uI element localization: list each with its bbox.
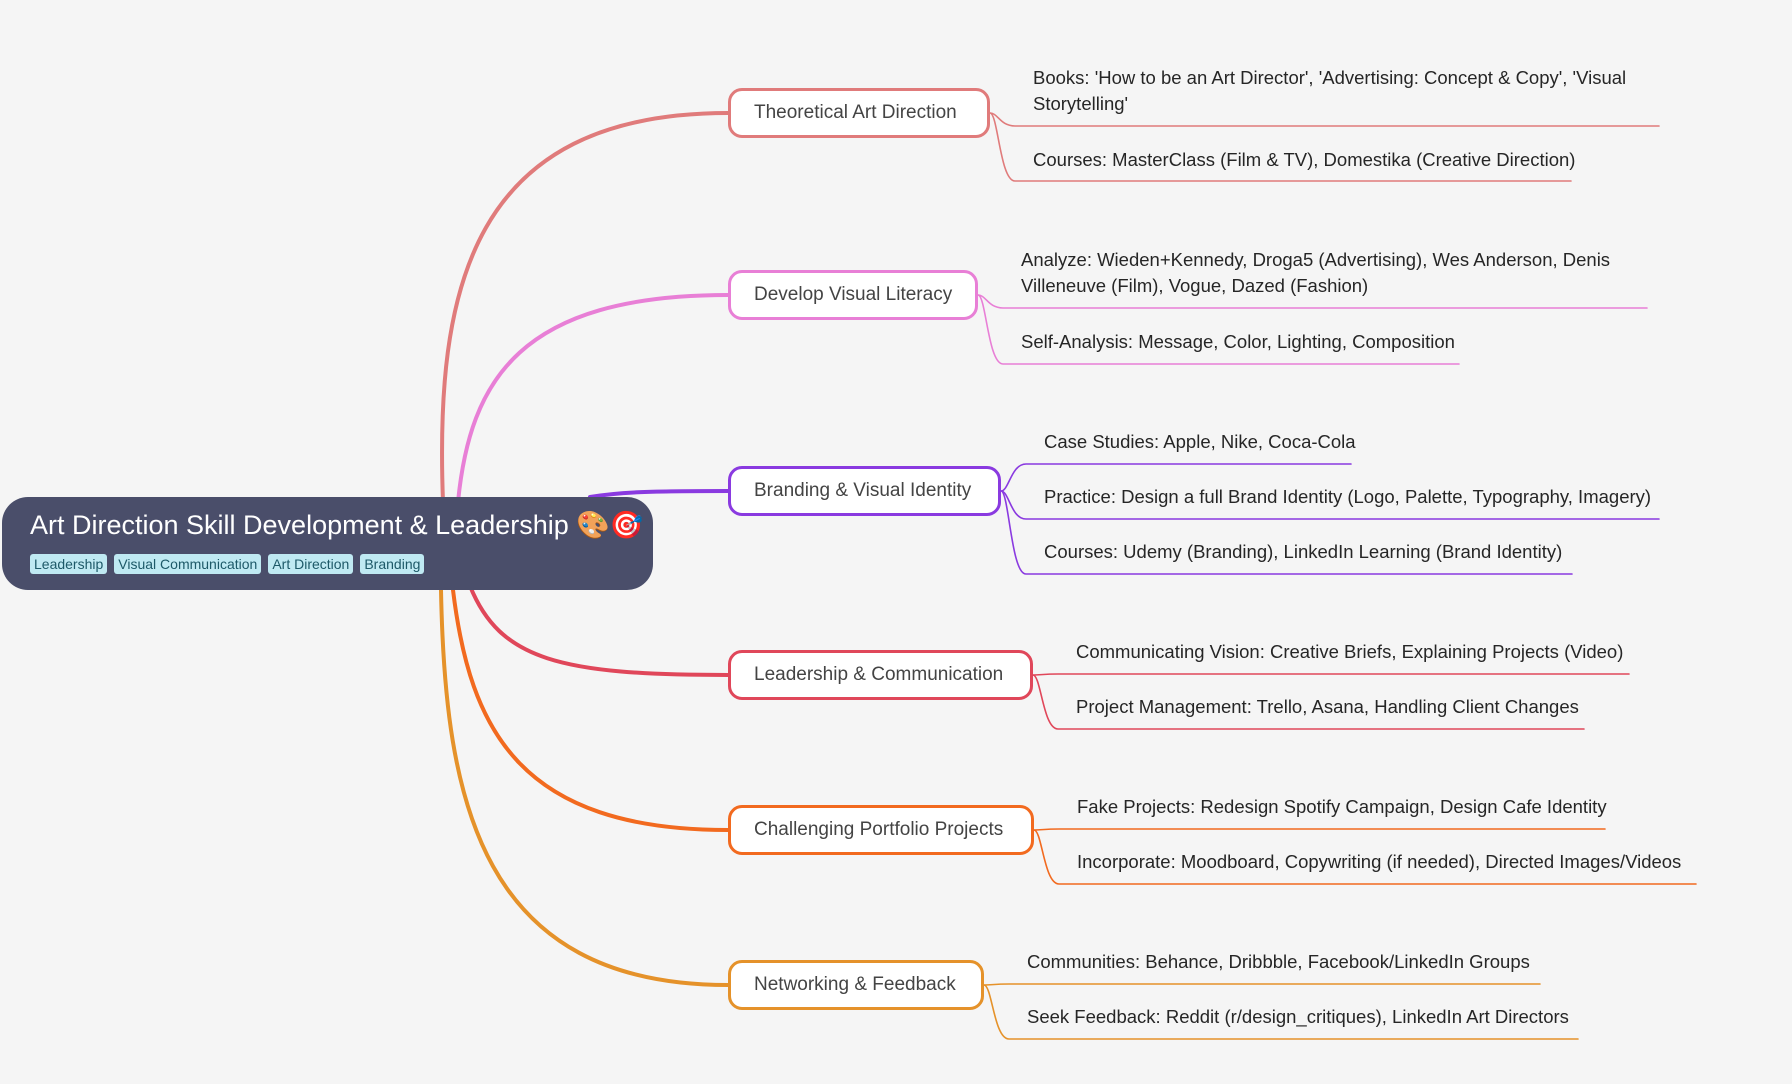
leaf-connector-0-0 (989, 112, 1660, 127)
leaf-self-analysis[interactable]: Self-Analysis: Message, Color, Lighting,… (1021, 331, 1455, 352)
root-connector-0 (439, 111, 730, 504)
leaf-practice[interactable]: Practice: Design a full Brand Identity (… (1044, 486, 1652, 507)
branch-develop-visual-literacy[interactable]: Develop Visual Literacy (728, 270, 978, 320)
leaf-connector-5-0 (983, 983, 1541, 986)
root-connector-2 (588, 489, 730, 499)
leaf-fake-projects[interactable]: Fake Projects: Redesign Spotify Campaign… (1077, 796, 1607, 817)
leaf-courses-masterclass[interactable]: Courses: MasterClass (Film & TV), Domest… (1033, 149, 1576, 170)
branch-theoretical-art-direction[interactable]: Theoretical Art Direction (728, 88, 990, 138)
branch-networking-feedback[interactable]: Networking & Feedback (728, 960, 984, 1010)
leaf-communicating-vision[interactable]: Communicating Vision: Creative Briefs, E… (1076, 641, 1624, 662)
root-tags: Leadership Visual Communication Art Dire… (30, 554, 653, 574)
leaf-connector-4-1 (1033, 829, 1697, 885)
root-connector-1 (456, 293, 730, 504)
leaf-connector-4-0 (1033, 828, 1606, 831)
leaf-connector-5-1 (983, 984, 1579, 1040)
tag-branding[interactable]: Branding (360, 554, 425, 574)
leaf-connector-2-2 (1000, 490, 1573, 575)
branch-branding-visual-identity[interactable]: Branding & Visual Identity (728, 466, 1001, 516)
leaf-connector-1-1 (977, 294, 1460, 365)
leaf-books[interactable]: Books: 'How to be an Art Director', 'Adv… (1033, 67, 1627, 114)
tag-visual-communication[interactable]: Visual Communication (114, 554, 262, 574)
leaf-connector-3-1 (1032, 674, 1585, 730)
root-topic[interactable]: Art Direction Skill Development & Leader… (2, 497, 653, 590)
branch-leadership-communication[interactable]: Leadership & Communication (728, 650, 1033, 700)
root-connector-4 (451, 588, 730, 832)
leaf-connector-2-0 (1000, 463, 1352, 492)
leaf-case-studies[interactable]: Case Studies: Apple, Nike, Coca-Cola (1044, 431, 1356, 452)
branch-challenging-portfolio-projects[interactable]: Challenging Portfolio Projects (728, 805, 1034, 855)
leaf-project-management[interactable]: Project Management: Trello, Asana, Handl… (1076, 696, 1579, 717)
leaf-connector-1-0 (977, 294, 1648, 309)
leaf-seek-feedback[interactable]: Seek Feedback: Reddit (r/design_critique… (1027, 1006, 1569, 1027)
leaf-connector-0-1 (989, 112, 1572, 182)
root-connector-5 (439, 588, 730, 987)
leaf-analyze[interactable]: Analyze: Wieden+Kennedy, Droga5 (Adverti… (1021, 249, 1611, 296)
leaf-incorporate[interactable]: Incorporate: Moodboard, Copywriting (if … (1077, 851, 1682, 872)
tag-leadership[interactable]: Leadership (30, 554, 108, 574)
leaf-connector-3-0 (1032, 673, 1630, 676)
leaf-communities[interactable]: Communities: Behance, Dribbble, Facebook… (1027, 951, 1530, 972)
leaf-courses-udemy[interactable]: Courses: Udemy (Branding), LinkedIn Lear… (1044, 541, 1563, 562)
tag-art-direction[interactable]: Art Direction (268, 554, 354, 574)
root-connector-3 (468, 584, 730, 677)
root-title: Art Direction Skill Development & Leader… (30, 510, 644, 540)
